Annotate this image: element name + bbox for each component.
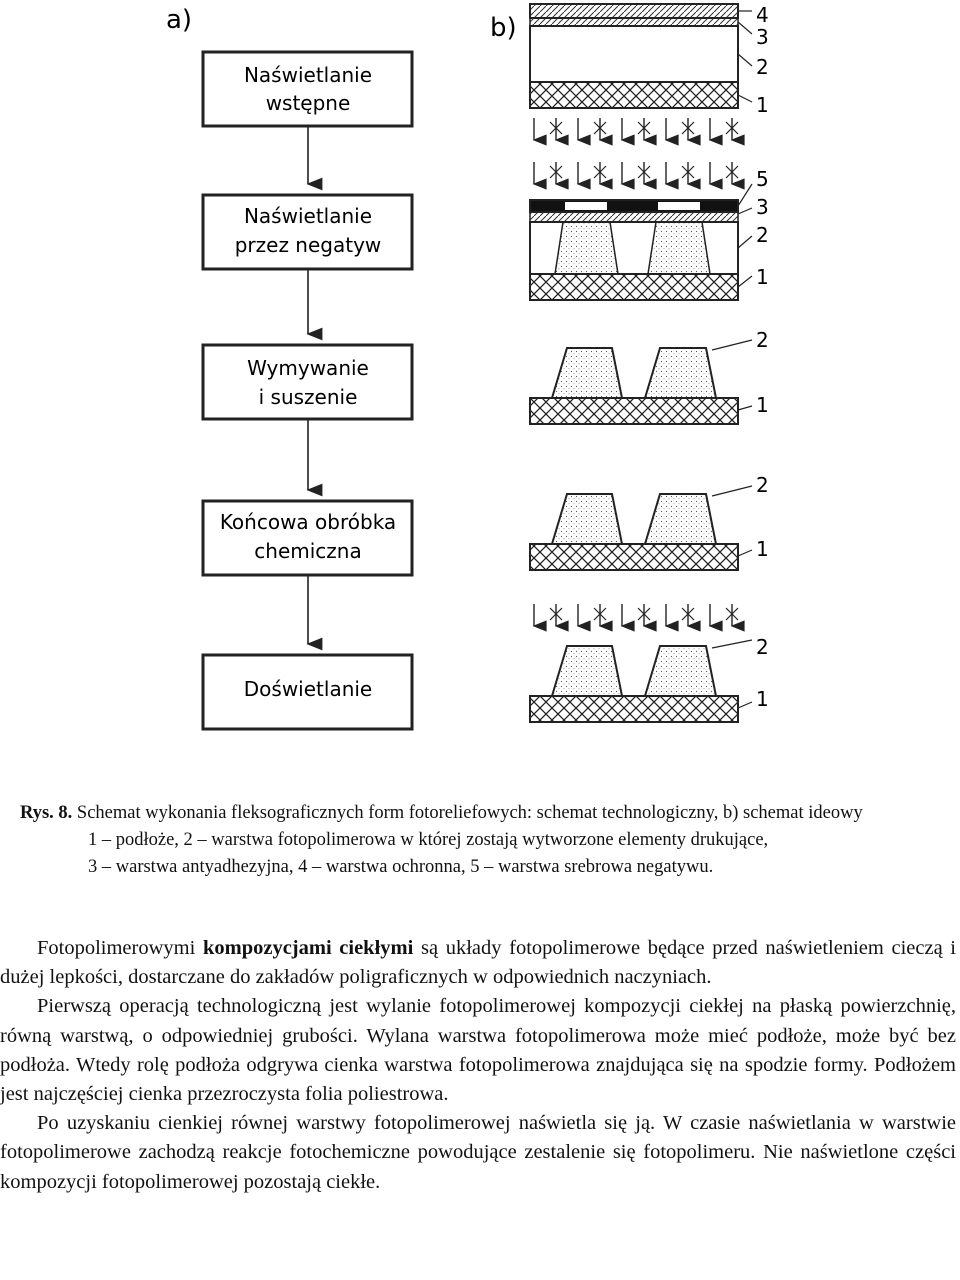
stage-2-plate: 5 3 2 1: [529, 167, 769, 301]
flow-step-5: Doświetlanie: [201, 653, 414, 731]
uv-light-row: [532, 118, 745, 146]
uv-cross: [549, 165, 563, 179]
body-text: Fotopolimerowymi kompozycjami ciekłymi s…: [0, 934, 956, 1197]
uv-light-row: [532, 162, 745, 190]
stage-5-plate: 2 1: [529, 635, 769, 723]
s2-num-5: 5: [756, 167, 769, 191]
uv-cross: [593, 165, 607, 179]
paragraph-2: Pierwszą operacją technologiczną jest wy…: [0, 992, 956, 1109]
s3-num-1: 1: [756, 393, 769, 417]
figure-number: Rys. 8.: [20, 803, 73, 823]
s1-num-1: 1: [756, 93, 769, 117]
uv-cross: [593, 121, 607, 135]
s1-num-4: 4: [756, 3, 769, 27]
uv-cross: [681, 165, 695, 179]
process-diagram: a) b) Naświetlanie wstępne Naświetlanie …: [166, 3, 769, 731]
paragraph-3: Po uzyskaniu cienkiej równej warstwy fot…: [0, 1109, 956, 1197]
stage-1-plate: 4 3 2 1: [529, 3, 769, 117]
step-3-line-2: i suszenie: [259, 385, 358, 409]
p1-bold-term: kompozycjami ciekłymi: [202, 937, 414, 959]
uv-light-row: [532, 604, 745, 632]
flow-step-2: Naświetlanie przez negatyw: [201, 193, 414, 271]
s1-num-3: 3: [756, 25, 769, 49]
uv-cross: [725, 607, 739, 621]
uv-cross: [681, 607, 695, 621]
step-5-line-1: Doświetlanie: [244, 677, 372, 701]
step-1-line-1: Naświetlanie: [244, 63, 372, 87]
caption-line-2: 1 – podłoże, 2 – warstwa fotopolimerowa …: [88, 830, 769, 850]
stage-3-plate: 2 1: [529, 328, 769, 425]
p1-start: Fotopolimerowymi: [37, 937, 196, 959]
uv-cross: [549, 121, 563, 135]
caption-line-3: 3 – warstwa antyadhezyjna, 4 – warstwa o…: [88, 857, 714, 877]
s4-num-1: 1: [756, 537, 769, 561]
step-4-line-2: chemiczna: [254, 539, 361, 563]
s5-num-1: 1: [756, 687, 769, 711]
step-4-line-1: Końcowa obróbka: [220, 510, 396, 534]
step-2-line-1: Naświetlanie: [244, 204, 372, 228]
flow-step-1: Naświetlanie wstępne: [201, 50, 414, 128]
stage-4-plate: 2 1: [529, 473, 769, 571]
flow-step-3: Wymywanie i suszenie: [201, 343, 414, 421]
s5-num-2: 2: [756, 635, 769, 659]
uv-cross: [593, 607, 607, 621]
s2-num-3: 3: [756, 195, 769, 219]
uv-cross: [637, 121, 651, 135]
panel-b-label: b): [490, 13, 517, 43]
p3-text: Po uzyskaniu cienkiej równej warstwy fot…: [0, 1112, 956, 1193]
panel-a-label: a): [166, 5, 192, 35]
s3-num-2: 2: [756, 328, 769, 352]
s4-num-2: 2: [756, 473, 769, 497]
caption-line-1: Schemat wykonania fleksograficznych form…: [76, 803, 863, 823]
uv-cross: [681, 121, 695, 135]
uv-cross: [637, 607, 651, 621]
step-3-line-1: Wymywanie: [247, 356, 369, 380]
figure-caption: Rys. 8. Schemat wykonania fleksograficzn…: [20, 800, 950, 881]
uv-cross: [725, 165, 739, 179]
p2-text: Pierwszą operacją technologiczną jest wy…: [0, 995, 956, 1106]
s2-num-2: 2: [756, 223, 769, 247]
s1-num-2: 2: [756, 55, 769, 79]
flow-step-4: Końcowa obróbka chemiczna: [201, 499, 414, 577]
step-1-line-2: wstępne: [266, 91, 351, 115]
uv-cross: [725, 121, 739, 135]
p1-rest: są układy fotopolimerowe będące przed na…: [0, 937, 957, 989]
paragraph-1: Fotopolimerowymi kompozycjami ciekłymi s…: [0, 934, 956, 992]
s2-num-1: 1: [756, 265, 769, 289]
step-2-line-2: przez negatyw: [235, 233, 382, 257]
uv-cross: [549, 607, 563, 621]
uv-cross: [637, 165, 651, 179]
